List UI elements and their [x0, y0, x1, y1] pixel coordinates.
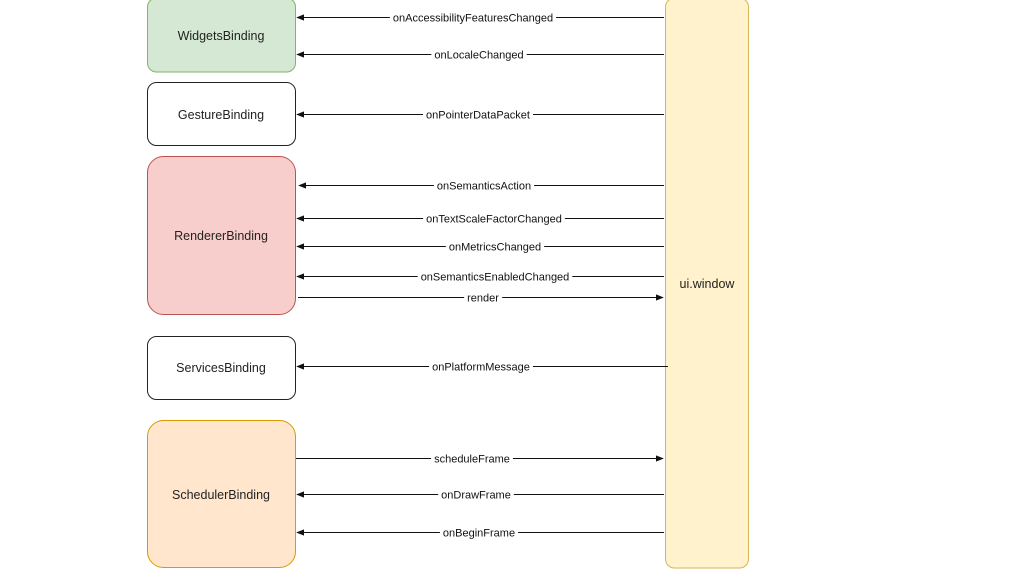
edge-on-semantics-action: onSemanticsAction: [298, 179, 664, 194]
renderer-binding-label: RendererBinding: [174, 229, 268, 243]
widgets-binding-label: WidgetsBinding: [178, 29, 265, 43]
edge-on-metrics-changed: onMetricsChanged: [296, 240, 664, 255]
edge-label: onTextScaleFactorChanged: [426, 214, 562, 226]
edge-on-semantics-enabled-changed: onSemanticsEnabledChanged: [296, 270, 664, 285]
edge-label: onBeginFrame: [443, 528, 515, 540]
ui-window-node: ui.window: [665, 0, 749, 569]
edge-label: onSemanticsAction: [437, 181, 531, 193]
gesture-binding-node: GestureBinding: [147, 82, 296, 146]
services-binding-node: ServicesBinding: [147, 336, 296, 400]
edge-label: onAccessibilityFeaturesChanged: [393, 13, 553, 25]
edge-on-pointer-data-packet: onPointerDataPacket: [296, 108, 664, 123]
ui-window-label: ui.window: [680, 277, 736, 291]
edge-on-locale-changed: onLocaleChanged: [296, 48, 664, 63]
edge-label: onMetricsChanged: [449, 242, 541, 254]
edge-label: onPlatformMessage: [432, 362, 530, 374]
edge-on-begin-frame: onBeginFrame: [296, 526, 664, 541]
edge-schedule-frame: scheduleFrame: [296, 452, 664, 467]
edge-label: onLocaleChanged: [434, 50, 523, 62]
edge-on-platform-message: onPlatformMessage: [296, 360, 668, 375]
edge-label: onPointerDataPacket: [426, 110, 530, 122]
edge-on-text-scale-factor-changed: onTextScaleFactorChanged: [296, 212, 664, 227]
edge-on-draw-frame: onDrawFrame: [296, 488, 664, 503]
gesture-binding-label: GestureBinding: [178, 108, 264, 122]
edge-label: render: [467, 293, 499, 305]
renderer-binding-node: RendererBinding: [147, 156, 296, 315]
scheduler-binding-label: SchedulerBinding: [172, 488, 270, 502]
edge-label: onDrawFrame: [441, 490, 511, 502]
scheduler-binding-node: SchedulerBinding: [147, 420, 296, 568]
services-binding-label: ServicesBinding: [176, 361, 266, 375]
edge-render: render: [298, 291, 664, 306]
edge-on-accessibility-features-changed: onAccessibilityFeaturesChanged: [296, 11, 664, 26]
widgets-binding-node: WidgetsBinding: [147, 0, 296, 73]
edge-label: onSemanticsEnabledChanged: [421, 272, 570, 284]
edge-label: scheduleFrame: [434, 454, 510, 466]
